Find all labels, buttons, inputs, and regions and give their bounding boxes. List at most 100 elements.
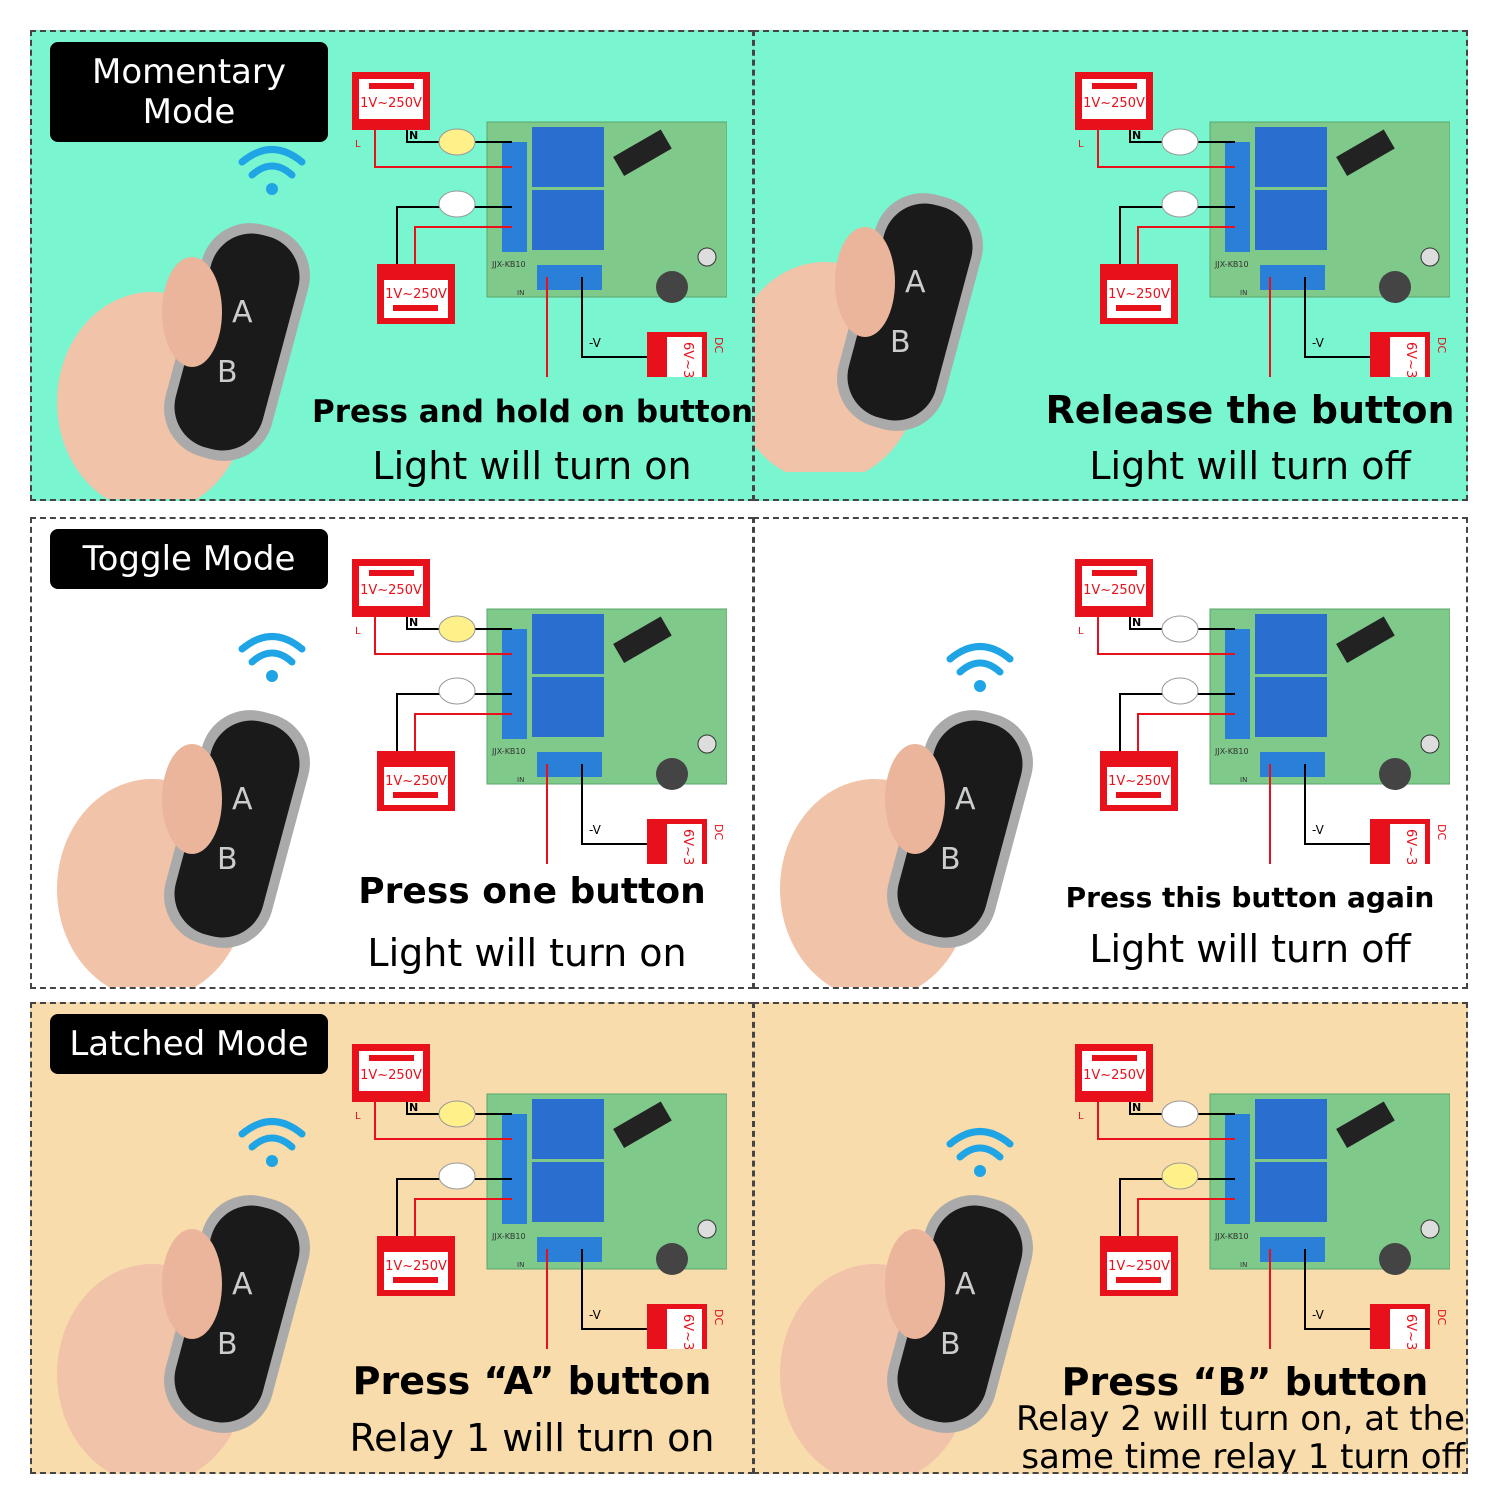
live-label: L xyxy=(355,1111,361,1122)
momentary-press-panel: Momentary Mode Press and hold on button … xyxy=(30,30,754,501)
ac-source-top-icon: 1V~250V xyxy=(1075,1044,1153,1102)
ac-source-bottom-icon: 1V~250V xyxy=(377,1236,455,1296)
dc-source-icon: 6V~30V xyxy=(647,332,707,377)
button-a: A xyxy=(955,782,976,817)
svg-text:6V~30V: 6V~30V xyxy=(680,342,695,377)
instruction-heading: Press and hold on button xyxy=(312,394,754,430)
input-label: IN xyxy=(1240,1261,1247,1269)
dc-source-icon: 6V~30V xyxy=(1370,332,1430,377)
remote-in-hand: A B xyxy=(780,710,1033,987)
wiring-diagram: JJX-KB10 IN 1V~250V N L 1V~250V 6V~30V D… xyxy=(1075,1044,1450,1349)
latched-a-panel: Latched Mode Press “A” button Relay 1 wi… xyxy=(30,1002,754,1474)
remote-in-hand: A B xyxy=(57,710,310,987)
relay-board: JJX-KB10 IN xyxy=(1209,608,1450,790)
lamp-relay2-icon xyxy=(438,190,476,218)
instruction-subtext: Light will turn off xyxy=(1089,444,1411,488)
lamp-relay1-icon xyxy=(438,615,476,643)
relay-board: JJX-KB10 IN xyxy=(1209,1093,1450,1275)
ac-source-bottom-icon: 1V~250V xyxy=(377,264,455,324)
svg-text:1V~250V: 1V~250V xyxy=(385,1259,447,1274)
button-b: B xyxy=(940,842,961,877)
input-label: IN xyxy=(1240,776,1247,784)
lamp-relay2-icon xyxy=(1161,190,1199,218)
minus-v-label: -V xyxy=(1312,823,1325,837)
svg-text:1V~250V: 1V~250V xyxy=(1083,583,1145,598)
mode-label: Toggle Mode xyxy=(50,529,328,589)
live-label: L xyxy=(1078,1111,1084,1122)
dc-label: DC xyxy=(712,1309,725,1325)
remote-in-hand: A B xyxy=(57,1195,310,1472)
minus-v-label: -V xyxy=(1312,336,1325,350)
latched-b-panel: Press “B” button Relay 2 will turn on, a… xyxy=(753,1002,1468,1474)
svg-text:1V~250V: 1V~250V xyxy=(1083,96,1145,111)
svg-text:6V~30V: 6V~30V xyxy=(1403,1314,1418,1349)
board-model-label: JJX-KB10 xyxy=(491,1232,526,1241)
relay-board: JJX-KB10 IN xyxy=(486,121,727,303)
toggle-on-panel: Toggle Mode Press one button Light will … xyxy=(30,517,754,989)
thumb-icon xyxy=(162,744,222,854)
relay-board: JJX-KB10 IN xyxy=(1209,121,1450,303)
lamp-relay2-icon xyxy=(438,1162,476,1190)
neutral-label: N xyxy=(1132,616,1141,629)
instruction-subtext: Light will turn on xyxy=(367,931,687,975)
remote-in-hand: A B xyxy=(755,193,983,472)
thumb-icon xyxy=(162,257,222,367)
svg-text:1V~250V: 1V~250V xyxy=(1108,1259,1170,1274)
dc-label: DC xyxy=(1435,1309,1448,1325)
relay-board: JJX-KB10 IN xyxy=(486,1093,727,1275)
minus-v-label: -V xyxy=(1312,1308,1325,1322)
remote-in-hand: A B xyxy=(57,223,310,499)
neutral-label: N xyxy=(409,129,418,142)
dc-label: DC xyxy=(1435,337,1448,353)
svg-text:1V~250V: 1V~250V xyxy=(360,96,422,111)
svg-text:1V~250V: 1V~250V xyxy=(385,287,447,302)
dc-label: DC xyxy=(712,824,725,840)
wiring-diagram: JJX-KB10 IN 1V~250V N L 1V~250V 6V~30V D… xyxy=(352,72,727,377)
board-model-label: JJX-KB10 xyxy=(491,747,526,756)
remote-in-hand: A B xyxy=(780,1195,1033,1472)
ac-source-top-icon: 1V~250V xyxy=(352,1044,430,1102)
momentary-release-panel: Release the button Light will turn off J… xyxy=(753,30,1468,501)
neutral-label: N xyxy=(409,616,418,629)
board-model-label: JJX-KB10 xyxy=(1214,747,1249,756)
wifi-signal-icon xyxy=(946,1128,1014,1177)
neutral-label: N xyxy=(1132,129,1141,142)
wiring-diagram: JJX-KB10 IN 1V~250V N L 1V~250V 6V~30V D… xyxy=(1075,72,1450,377)
instruction-heading: Press “A” button xyxy=(352,1359,712,1403)
board-model-label: JJX-KB10 xyxy=(1214,1232,1249,1241)
svg-text:1V~250V: 1V~250V xyxy=(1108,774,1170,789)
instruction-heading: Press one button xyxy=(358,871,706,912)
wifi-signal-icon xyxy=(238,1118,306,1167)
instruction-heading: Release the button xyxy=(1045,388,1455,432)
neutral-label: N xyxy=(409,1101,418,1114)
lamp-relay2-icon xyxy=(1161,1162,1199,1190)
lamp-relay1-icon xyxy=(1161,128,1199,156)
svg-text:1V~250V: 1V~250V xyxy=(360,1068,422,1083)
ac-source-bottom-icon: 1V~250V xyxy=(377,751,455,811)
button-b: B xyxy=(217,1327,238,1362)
live-label: L xyxy=(355,626,361,637)
svg-text:1V~250V: 1V~250V xyxy=(385,774,447,789)
button-a: A xyxy=(905,265,926,300)
toggle-off-panel: Press this button again Light will turn … xyxy=(753,517,1468,989)
mode-label: Momentary Mode xyxy=(50,42,328,142)
dc-source-icon: 6V~30V xyxy=(647,1304,707,1349)
button-a: A xyxy=(232,295,253,330)
lamp-relay1-icon xyxy=(438,128,476,156)
minus-v-label: -V xyxy=(589,823,602,837)
button-a: A xyxy=(232,782,253,817)
instruction-subtext: Relay 2 will turn on, at the same time r… xyxy=(1016,1399,1465,1474)
ac-source-bottom-icon: 1V~250V xyxy=(1100,751,1178,811)
wiring-diagram: JJX-KB10 IN 1V~250V N L 1V~250V 6V~30V D… xyxy=(352,1044,727,1349)
button-a: A xyxy=(955,1267,976,1302)
lamp-relay2-icon xyxy=(1161,677,1199,705)
thumb-icon xyxy=(835,227,895,337)
input-label: IN xyxy=(517,1261,524,1269)
relay-board: JJX-KB10 IN xyxy=(486,608,727,790)
button-b: B xyxy=(940,1327,961,1362)
ac-source-top-icon: 1V~250V xyxy=(1075,72,1153,130)
dc-label: DC xyxy=(1435,824,1448,840)
thumb-icon xyxy=(885,1229,945,1339)
input-label: IN xyxy=(517,776,524,784)
lamp-relay1-icon xyxy=(1161,615,1199,643)
